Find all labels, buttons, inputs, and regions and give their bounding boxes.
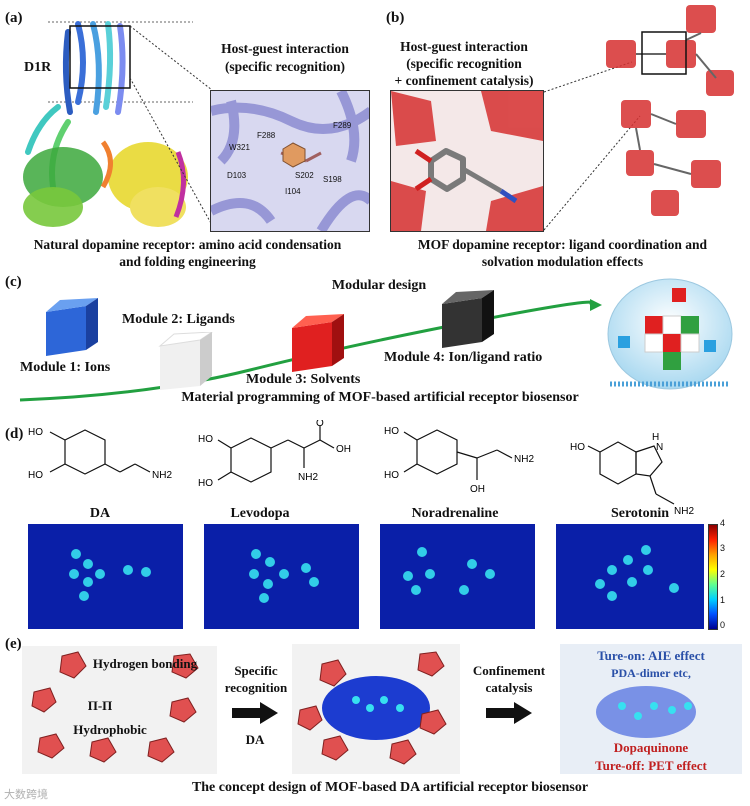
panel-b-title-line3: + confinement catalysis): [394, 73, 534, 88]
panel-b-caption: MOF dopamine receptor: ligand coordinati…: [375, 236, 750, 270]
panel-a-caption-line1: Natural dopamine receptor: amino acid co…: [33, 237, 342, 252]
serotonin-structure: H N HO NH2: [570, 432, 694, 517]
levodopa-ho-2: HO: [198, 478, 213, 489]
arrow-right-icon-2: [486, 702, 532, 724]
serotonin-nh: H: [652, 432, 659, 443]
noradrenaline-ho-2: HO: [384, 470, 399, 481]
module-ligands-cube: [154, 332, 216, 392]
serotonin-nh2: NH2: [674, 506, 694, 517]
watermark-logo: 大数跨境: [4, 788, 48, 801]
colorbar-tick-1: 1: [720, 595, 726, 605]
heatmap-levodopa: [204, 524, 359, 629]
panel-b-title-line1: Host-guest interaction: [400, 39, 528, 54]
noradrenaline-nh2: NH2: [514, 454, 534, 465]
panel-a-title: Host-guest interaction (specific recogni…: [200, 40, 370, 76]
modular-design-title: Modular design: [331, 278, 427, 293]
panel-a-caption-line2: and folding engineering: [119, 254, 256, 269]
panel-b-caption-line1: MOF dopamine receptor: ligand coordinati…: [417, 237, 708, 252]
colorbar-tick-2: 2: [720, 569, 726, 579]
da-ho-1: HO: [28, 427, 43, 438]
protein-structure-image: [8, 12, 198, 234]
levodopa-oh: OH: [336, 444, 351, 455]
levodopa-o: O: [316, 420, 324, 429]
mof-framework-image: [596, 0, 746, 230]
serotonin-n: N: [656, 442, 663, 453]
module-1-label: Module 1: Ions: [20, 360, 111, 375]
panel-e-label: (e): [5, 636, 22, 652]
panel-c-label: (c): [5, 274, 22, 290]
module-ions-cube: [40, 298, 102, 358]
noradrenaline-structure: HO HO OH NH2: [384, 426, 534, 495]
panel-d-label: (d): [5, 426, 24, 442]
arrow2-label-line1: Confinement: [472, 663, 546, 678]
module-4-label: Module 4: Ion/ligand ratio: [384, 350, 543, 365]
panel-e-caption: The concept design of MOF-based DA artif…: [191, 780, 589, 795]
heatmap-noradrenaline: [380, 524, 535, 629]
turn-on-label: Ture-on: AIE effect: [597, 648, 705, 663]
arrow1-label-line2: recognition: [224, 680, 288, 695]
arrow2-label: Confinement catalysis: [462, 662, 556, 696]
molecule-label-levodopa: Levodopa: [230, 506, 290, 521]
arrow1-label: Specific recognition: [220, 662, 292, 696]
panel-b-title-line2: (specific recognition: [406, 56, 522, 71]
levodopa-ho-1: HO: [198, 434, 213, 445]
levodopa-structure: HO HO NH2 OH O: [198, 420, 351, 489]
mof-interactions-image: [22, 646, 217, 774]
residue-w321: W321: [229, 143, 250, 152]
heatmap-serotonin: [556, 524, 704, 629]
residue-s202: S202: [295, 171, 314, 180]
arrow-right-icon: [232, 702, 278, 724]
heatmap-colorbar: [708, 524, 718, 630]
panel-a-title-line2: (specific recognition): [224, 59, 346, 74]
levodopa-nh2: NH2: [298, 472, 318, 483]
da-ho-2: HO: [28, 470, 43, 481]
da-nh2: NH2: [152, 470, 172, 481]
residue-i104: I104: [285, 187, 301, 196]
interaction-hydrophobic: Hydrophobic: [73, 722, 147, 737]
interaction-hydrogen-bonding: Hydrogen bonding: [92, 656, 198, 671]
da-structure: HO HO NH2: [28, 427, 172, 481]
molecule-label-noradrenaline: Noradrenaline: [411, 506, 499, 521]
panel-a-caption: Natural dopamine receptor: amino acid co…: [0, 236, 375, 270]
rubiks-cube-sphere-image: [600, 276, 740, 394]
mof-pore-image: [390, 90, 544, 232]
panel-a-label: (a): [5, 10, 23, 26]
turn-on-sub-label: PDA-dimer etc,: [611, 666, 691, 680]
colorbar-tick-4: 4: [720, 518, 726, 528]
residue-d103: D103: [227, 171, 247, 180]
turn-off-label: Ture-off: PET effect: [595, 758, 707, 773]
panel-b-caption-line2: solvation modulation effects: [481, 254, 644, 269]
module-ratio-cube: [436, 290, 498, 350]
residue-f288: F288: [257, 131, 276, 140]
panel-b-title: Host-guest interaction (specific recogni…: [384, 38, 544, 89]
serotonin-ho: HO: [570, 442, 585, 453]
colorbar-tick-0: 0: [720, 620, 726, 630]
arrow1-label-line1: Specific: [234, 663, 278, 678]
noradrenaline-ho-1: HO: [384, 426, 399, 437]
panel-a-title-line1: Host-guest interaction: [221, 41, 349, 56]
interaction-pi-pi: Π-Π: [87, 698, 113, 713]
binding-pocket-image: F288 F289 W321 D103 S202 S198 I104: [210, 90, 370, 232]
arrow2-label-line2: catalysis: [485, 680, 533, 695]
zoom-lines-a: [129, 25, 213, 226]
module-solvents-cube: [286, 314, 348, 374]
dopaquinone-label: Dopaquinone: [613, 740, 689, 755]
panel-c-caption: Material programming of MOF-based artifi…: [181, 390, 579, 405]
module-3-label: Module 3: Solvents: [246, 372, 361, 387]
residue-s198: S198: [323, 175, 342, 184]
panel-b-label: (b): [386, 10, 405, 26]
heatmap-da: [28, 524, 183, 629]
fluorescence-result-image: [560, 644, 742, 774]
arrow1-sub-da: DA: [245, 732, 265, 747]
protein-label-d1r: D1R: [24, 60, 52, 75]
residue-f289: F289: [333, 121, 352, 130]
noradrenaline-oh: OH: [470, 484, 485, 495]
mof-da-binding-image: [292, 644, 460, 774]
molecule-label-serotonin: Serotonin: [610, 506, 670, 521]
module-2-label: Module 2: Ligands: [122, 312, 235, 327]
colorbar-tick-3: 3: [720, 543, 726, 553]
molecule-label-da: DA: [89, 506, 111, 521]
